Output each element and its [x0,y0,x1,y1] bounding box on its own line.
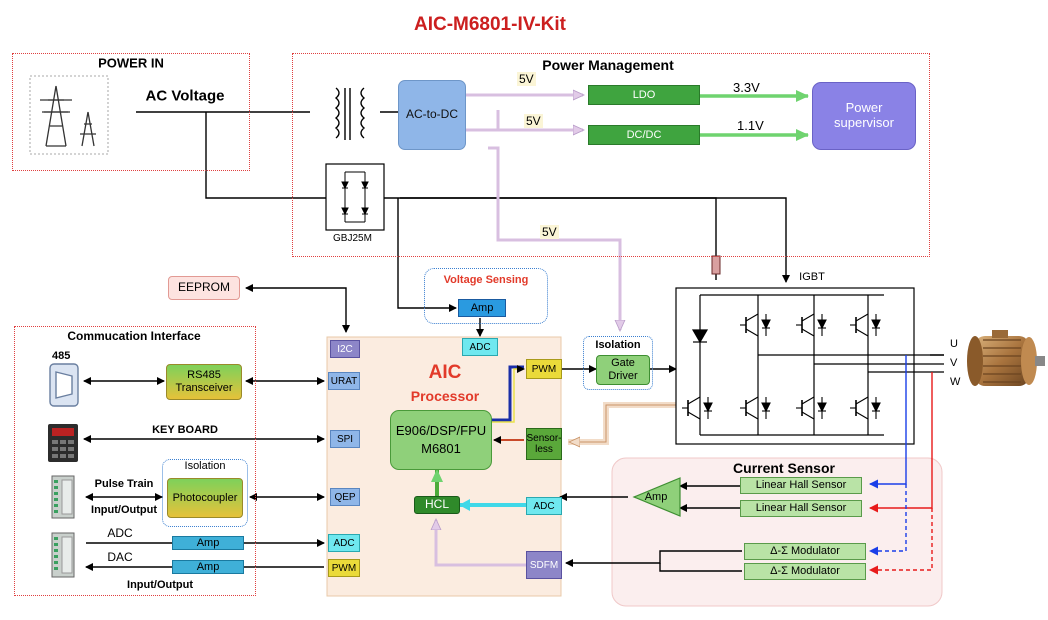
igbt-transistor [682,396,713,420]
hall-sensor-1: Linear Hall Sensor [740,477,862,494]
ac-to-dc-block: AC-to-DC [398,80,466,150]
isolation-label: Isolation [184,460,226,472]
dcdc-block: DC/DC [588,125,700,145]
voltage-3v3: 3.3V [733,80,760,95]
current-amp-label: Amp [644,491,668,503]
motor-icon [967,330,1045,386]
aic-name: AIC [428,362,462,383]
gate-driver-block: Gate Driver [596,355,650,385]
pin-adc-left: ADC [328,534,360,552]
phase-v: V [950,357,958,369]
igbt-transistor [850,313,881,337]
adc-label: ADC [107,526,133,540]
voltage-sensing-amp: Amp [458,299,506,317]
keyboard-label: KEY BOARD [152,424,218,436]
phase-w: W [950,376,961,388]
cpu-core-block: E906/DSP/FPU M6801 [390,410,492,470]
cpu-core-line1: E906/DSP/FPU [395,422,487,438]
ldo-block: LDO [588,85,700,105]
pulse-train-label: Pulse Train [94,478,154,490]
power-in-heading: POWER IN [98,55,164,71]
pin-qep: QEP [330,488,360,506]
communication-heading: Commucation Interface [67,329,201,343]
sensorless-block: Sensor-less [526,428,562,460]
voltage-5v-a: 5V [517,72,536,86]
voltage-sensing-panel [424,268,548,324]
photocoupler-block: Photocoupler [167,478,243,518]
power-management-panel [292,53,930,257]
pin-pwm-right: PWM [526,359,562,379]
phase-u: U [950,338,958,350]
pin-pwm-left: PWM [328,559,360,577]
page-title: AIC-M6801-IV-Kit [414,14,566,36]
igbt-transistor [740,313,771,337]
current-sensor-heading: Current Sensor [733,460,835,476]
voltage-sensing-heading: Voltage Sensing [443,274,529,286]
pin-adc-right: ADC [526,497,562,515]
hall-sensor-2: Linear Hall Sensor [740,500,862,517]
igbt-transistor [740,396,771,420]
transformer-icon [334,87,366,140]
ac-voltage-label: AC Voltage [145,87,225,105]
voltage-5v-b: 5V [524,114,543,128]
gate-isolation-panel [583,336,653,390]
page-title-text: AIC-M6801-IV-Kit [413,14,567,35]
pin-urat: URAT [328,372,360,390]
dac-label: DAC [107,550,133,564]
modulator-1: Δ-Σ Modulator [744,543,866,560]
power-management-heading: Power Management [542,57,674,73]
igbt-label: IGBT [799,271,825,283]
pin-spi: SPI [330,430,360,448]
igbt-transistor [796,396,827,420]
gate-isolation-label: Isolation [595,339,641,351]
rs485-transceiver-block: RS485 Transceiver [166,364,242,400]
adc-amp-block: Amp [172,536,244,550]
hcl-block: HCL [414,496,460,514]
communication-panel [14,326,256,596]
rectifier-label: GBJ25M [333,233,372,244]
eeprom-block: EEPROM [168,276,240,300]
cpu-core-line2: M6801 [421,441,461,456]
igbt-transistor [850,396,881,420]
power-supervisor-block: Power supervisor [812,82,916,150]
pin-sdfm: SDFM [526,551,562,579]
voltage-5v-c: 5V [540,225,559,239]
power-in-panel [12,53,250,171]
dac-amp-block: Amp [172,560,244,574]
modulator-2: Δ-Σ Modulator [744,563,866,580]
aic-subtitle: Processor [410,388,480,404]
input-output-label-2: Input/Output [127,579,193,591]
input-output-label-1: Input/Output [91,504,157,516]
pin-i2c: I2C [330,340,360,358]
power-tower-icon [29,75,109,155]
igbt-transistor [796,313,827,337]
voltage-1v1: 1.1V [737,118,764,133]
isolation-panel [162,459,248,527]
port-485-label: 485 [52,350,71,362]
pin-adc-top: ADC [462,338,498,356]
